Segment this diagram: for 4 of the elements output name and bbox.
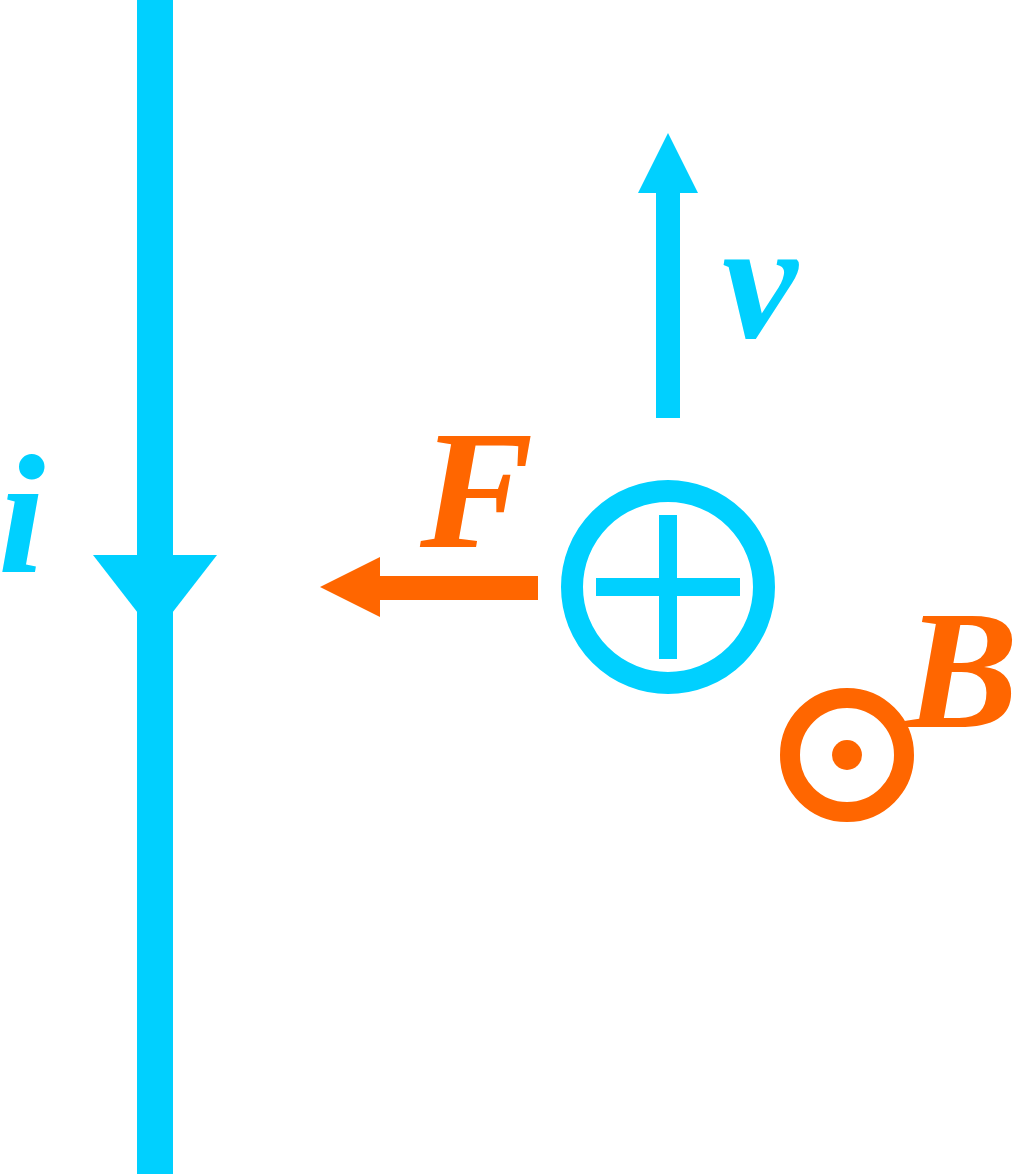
symbol-label: v [722, 195, 798, 365]
symbol-label: B [905, 585, 1015, 755]
symbol-label: i [0, 430, 46, 600]
symbol-label: F [420, 405, 534, 575]
